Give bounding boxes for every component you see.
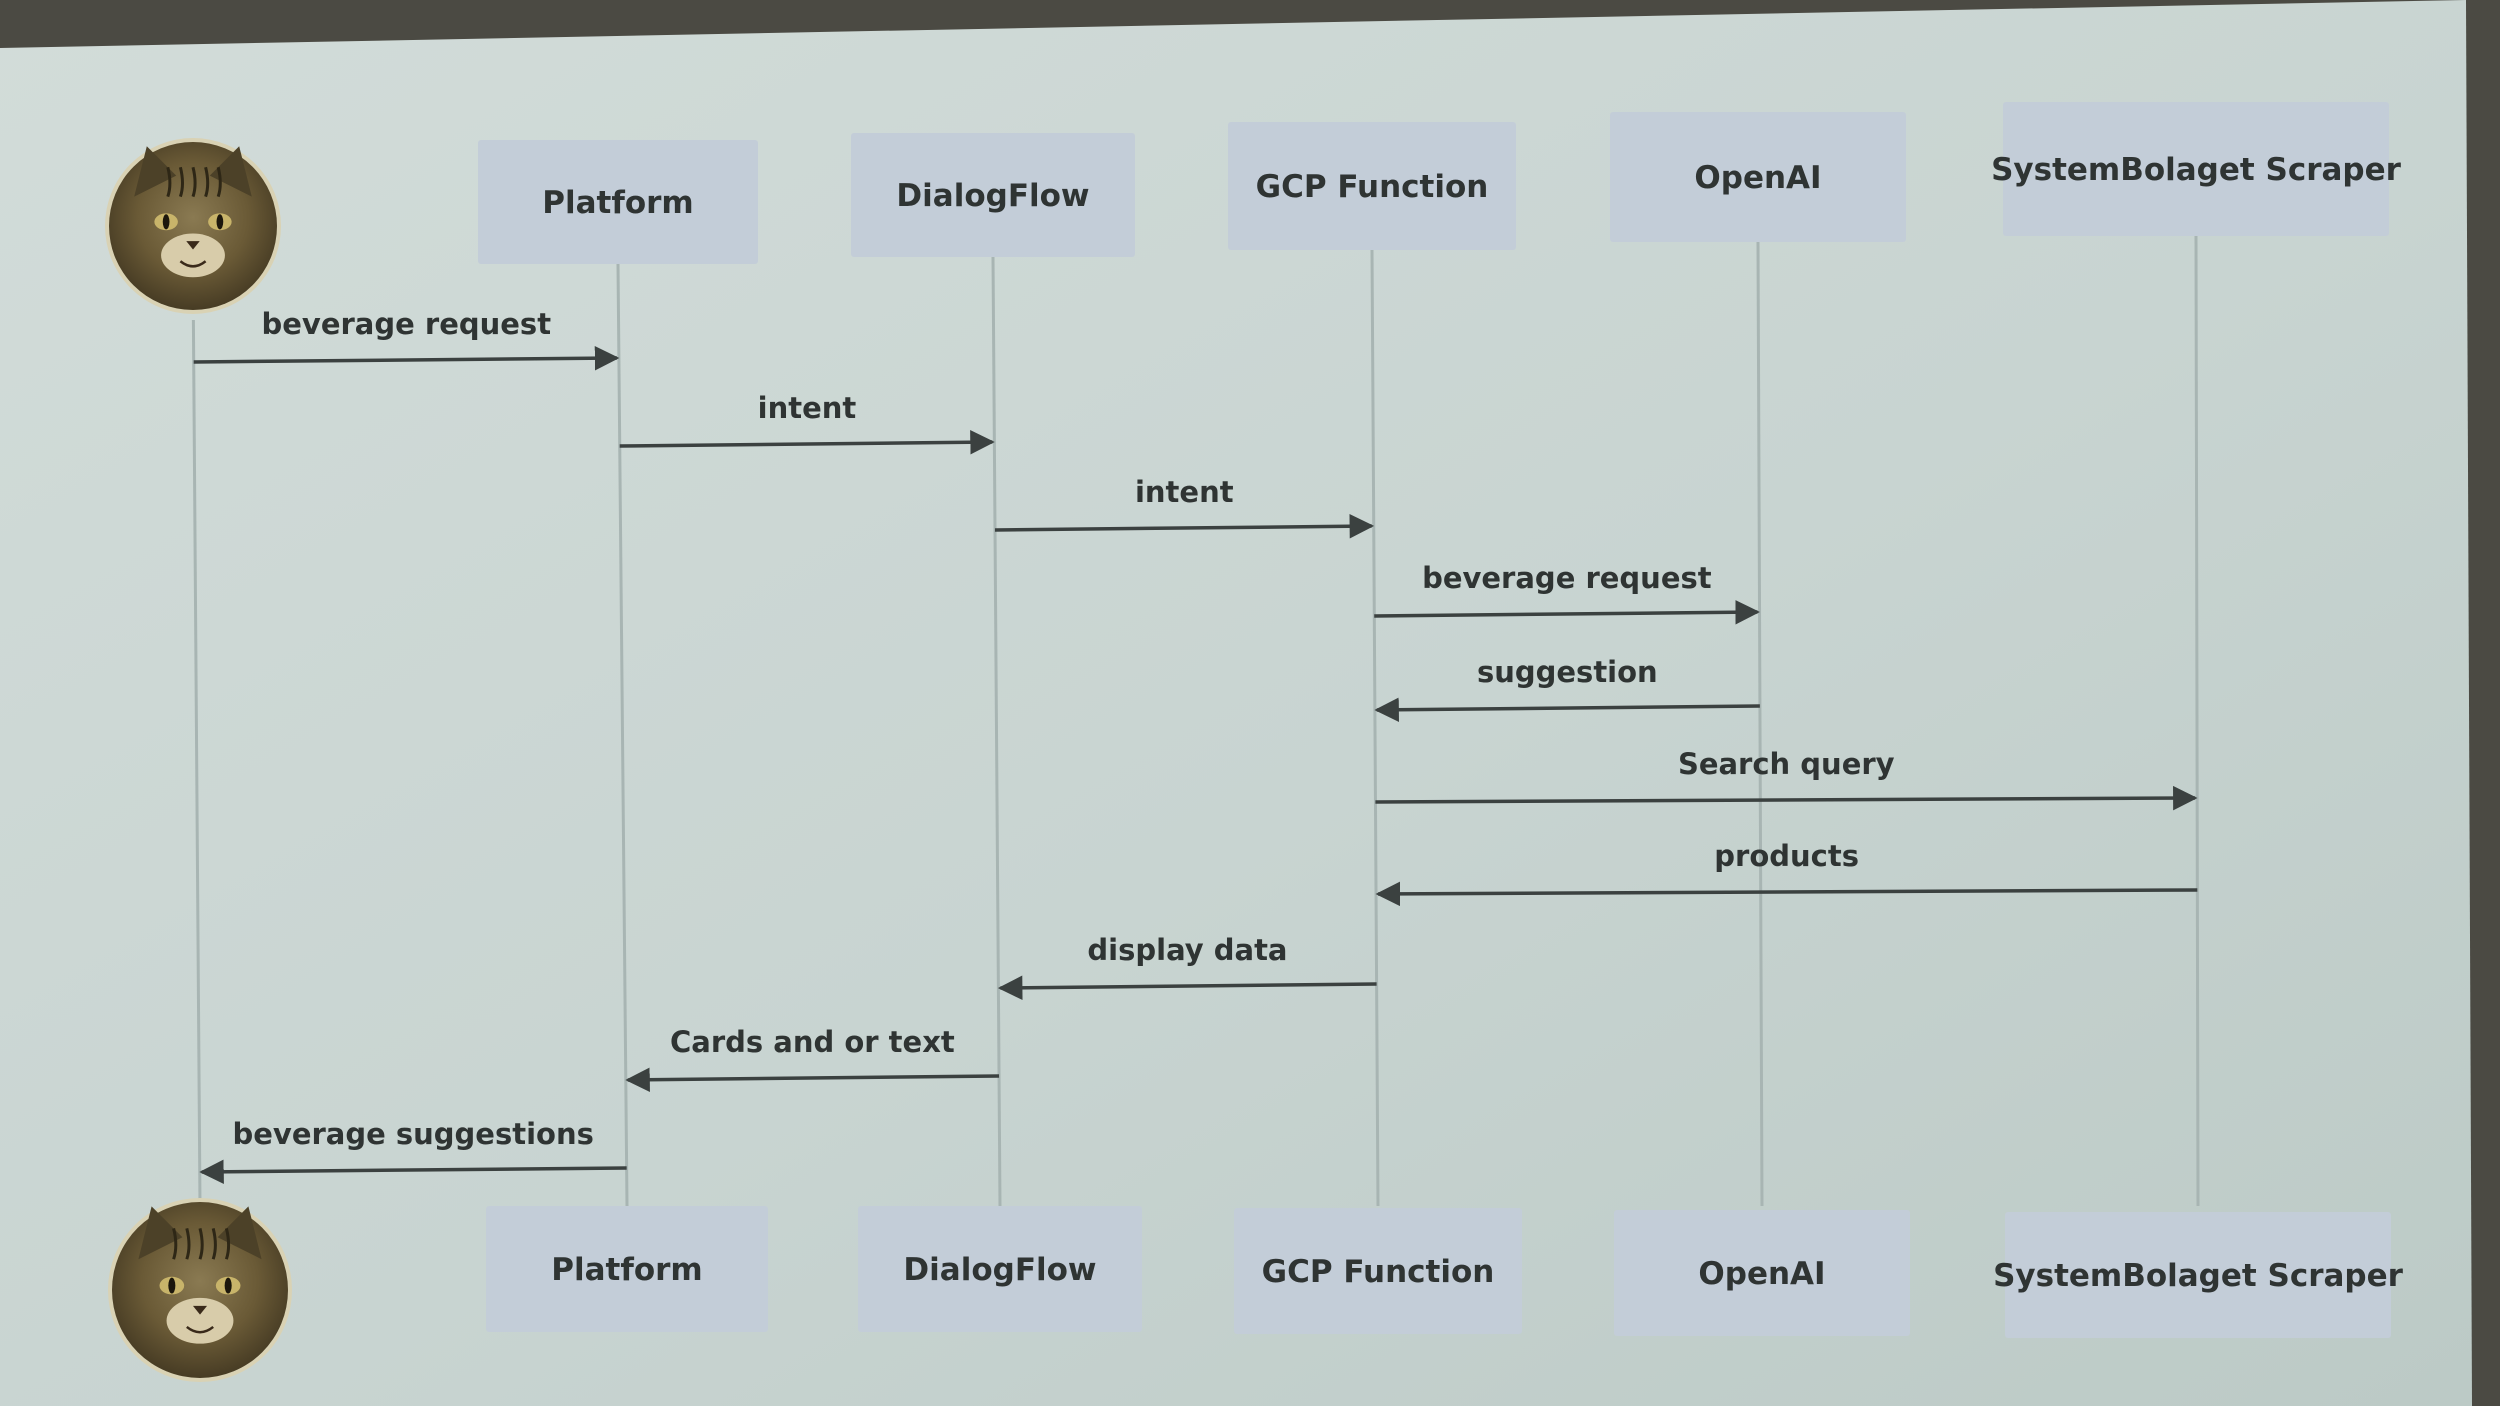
- participant-label-top-gcp: GCP Function: [1256, 169, 1489, 205]
- participant-label-bottom-dialogflow: DialogFlow: [903, 1252, 1096, 1288]
- participant-box-top-openai: [1610, 112, 1906, 242]
- participant-label-bottom-openai: OpenAI: [1698, 1256, 1825, 1292]
- lifeline-scraper: [2194, 235, 2200, 1207]
- message-arrow-9: [625, 1067, 1000, 1093]
- message-arrow-3: [994, 513, 1375, 539]
- participant-label-top-dialogflow: DialogFlow: [896, 178, 1089, 214]
- message-label-2: intent: [758, 391, 857, 425]
- message-label-5: suggestion: [1477, 655, 1658, 689]
- message-label-4: beverage request: [1422, 561, 1712, 595]
- participant-box-bottom-scraper: [2005, 1212, 2391, 1338]
- message-arrow-8: [997, 975, 1377, 1001]
- participant-box-top-gcp: [1228, 122, 1516, 250]
- message-label-10: beverage suggestions: [232, 1117, 593, 1151]
- lifeline-dialogflow: [991, 256, 1002, 1207]
- message-label-3: intent: [1135, 475, 1234, 509]
- message-arrow-6: [1375, 785, 2198, 811]
- message-arrow-7: [1375, 881, 2198, 907]
- participant-label-top-platform: Platform: [542, 185, 693, 221]
- participant-label-top-openai: OpenAI: [1694, 160, 1821, 196]
- message-arrow-2: [619, 429, 995, 455]
- participant-box-bottom-platform: [486, 1206, 768, 1332]
- message-arrow-1: [193, 345, 620, 371]
- participant-box-top-scraper: [2003, 102, 2389, 236]
- lifelines: [191, 235, 2200, 1207]
- message-label-1: beverage request: [262, 307, 552, 341]
- message-label-7: products: [1714, 839, 1859, 873]
- lifeline-openai: [1756, 241, 1764, 1207]
- lifeline-platform: [616, 263, 629, 1207]
- message-label-9: Cards and or text: [670, 1025, 955, 1059]
- participant-box-bottom-dialogflow: [858, 1206, 1142, 1332]
- lifeline-gcp: [1370, 249, 1380, 1207]
- lifeline-actor: [191, 319, 202, 1207]
- participant-box-bottom-openai: [1614, 1210, 1910, 1336]
- cat-avatar-icon: [108, 1198, 292, 1382]
- participant-label-bottom-scraper: SystemBolaget Scraper: [1993, 1258, 2404, 1294]
- message-arrow-4: [1374, 599, 1760, 625]
- participant-box-top-platform: [478, 140, 758, 264]
- messages: beverage request intent intent beverage req…: [193, 307, 2198, 1185]
- message-arrow-10: [199, 1159, 627, 1185]
- participant-box-bottom-gcp: [1234, 1208, 1522, 1334]
- participant-label-top-scraper: SystemBolaget Scraper: [1991, 152, 2402, 188]
- participant-label-bottom-gcp: GCP Function: [1262, 1254, 1495, 1290]
- cat-avatar-icon: [105, 138, 281, 314]
- message-label-6: Search query: [1678, 747, 1895, 781]
- participant-boxes: PlatformPlatformDialogFlowDialogFlowGCP …: [478, 102, 2404, 1338]
- message-arrow-5: [1374, 697, 1760, 723]
- actors: [105, 138, 292, 1382]
- participant-label-bottom-platform: Platform: [551, 1252, 702, 1288]
- message-label-8: display data: [1087, 933, 1287, 967]
- participant-box-top-dialogflow: [851, 133, 1135, 257]
